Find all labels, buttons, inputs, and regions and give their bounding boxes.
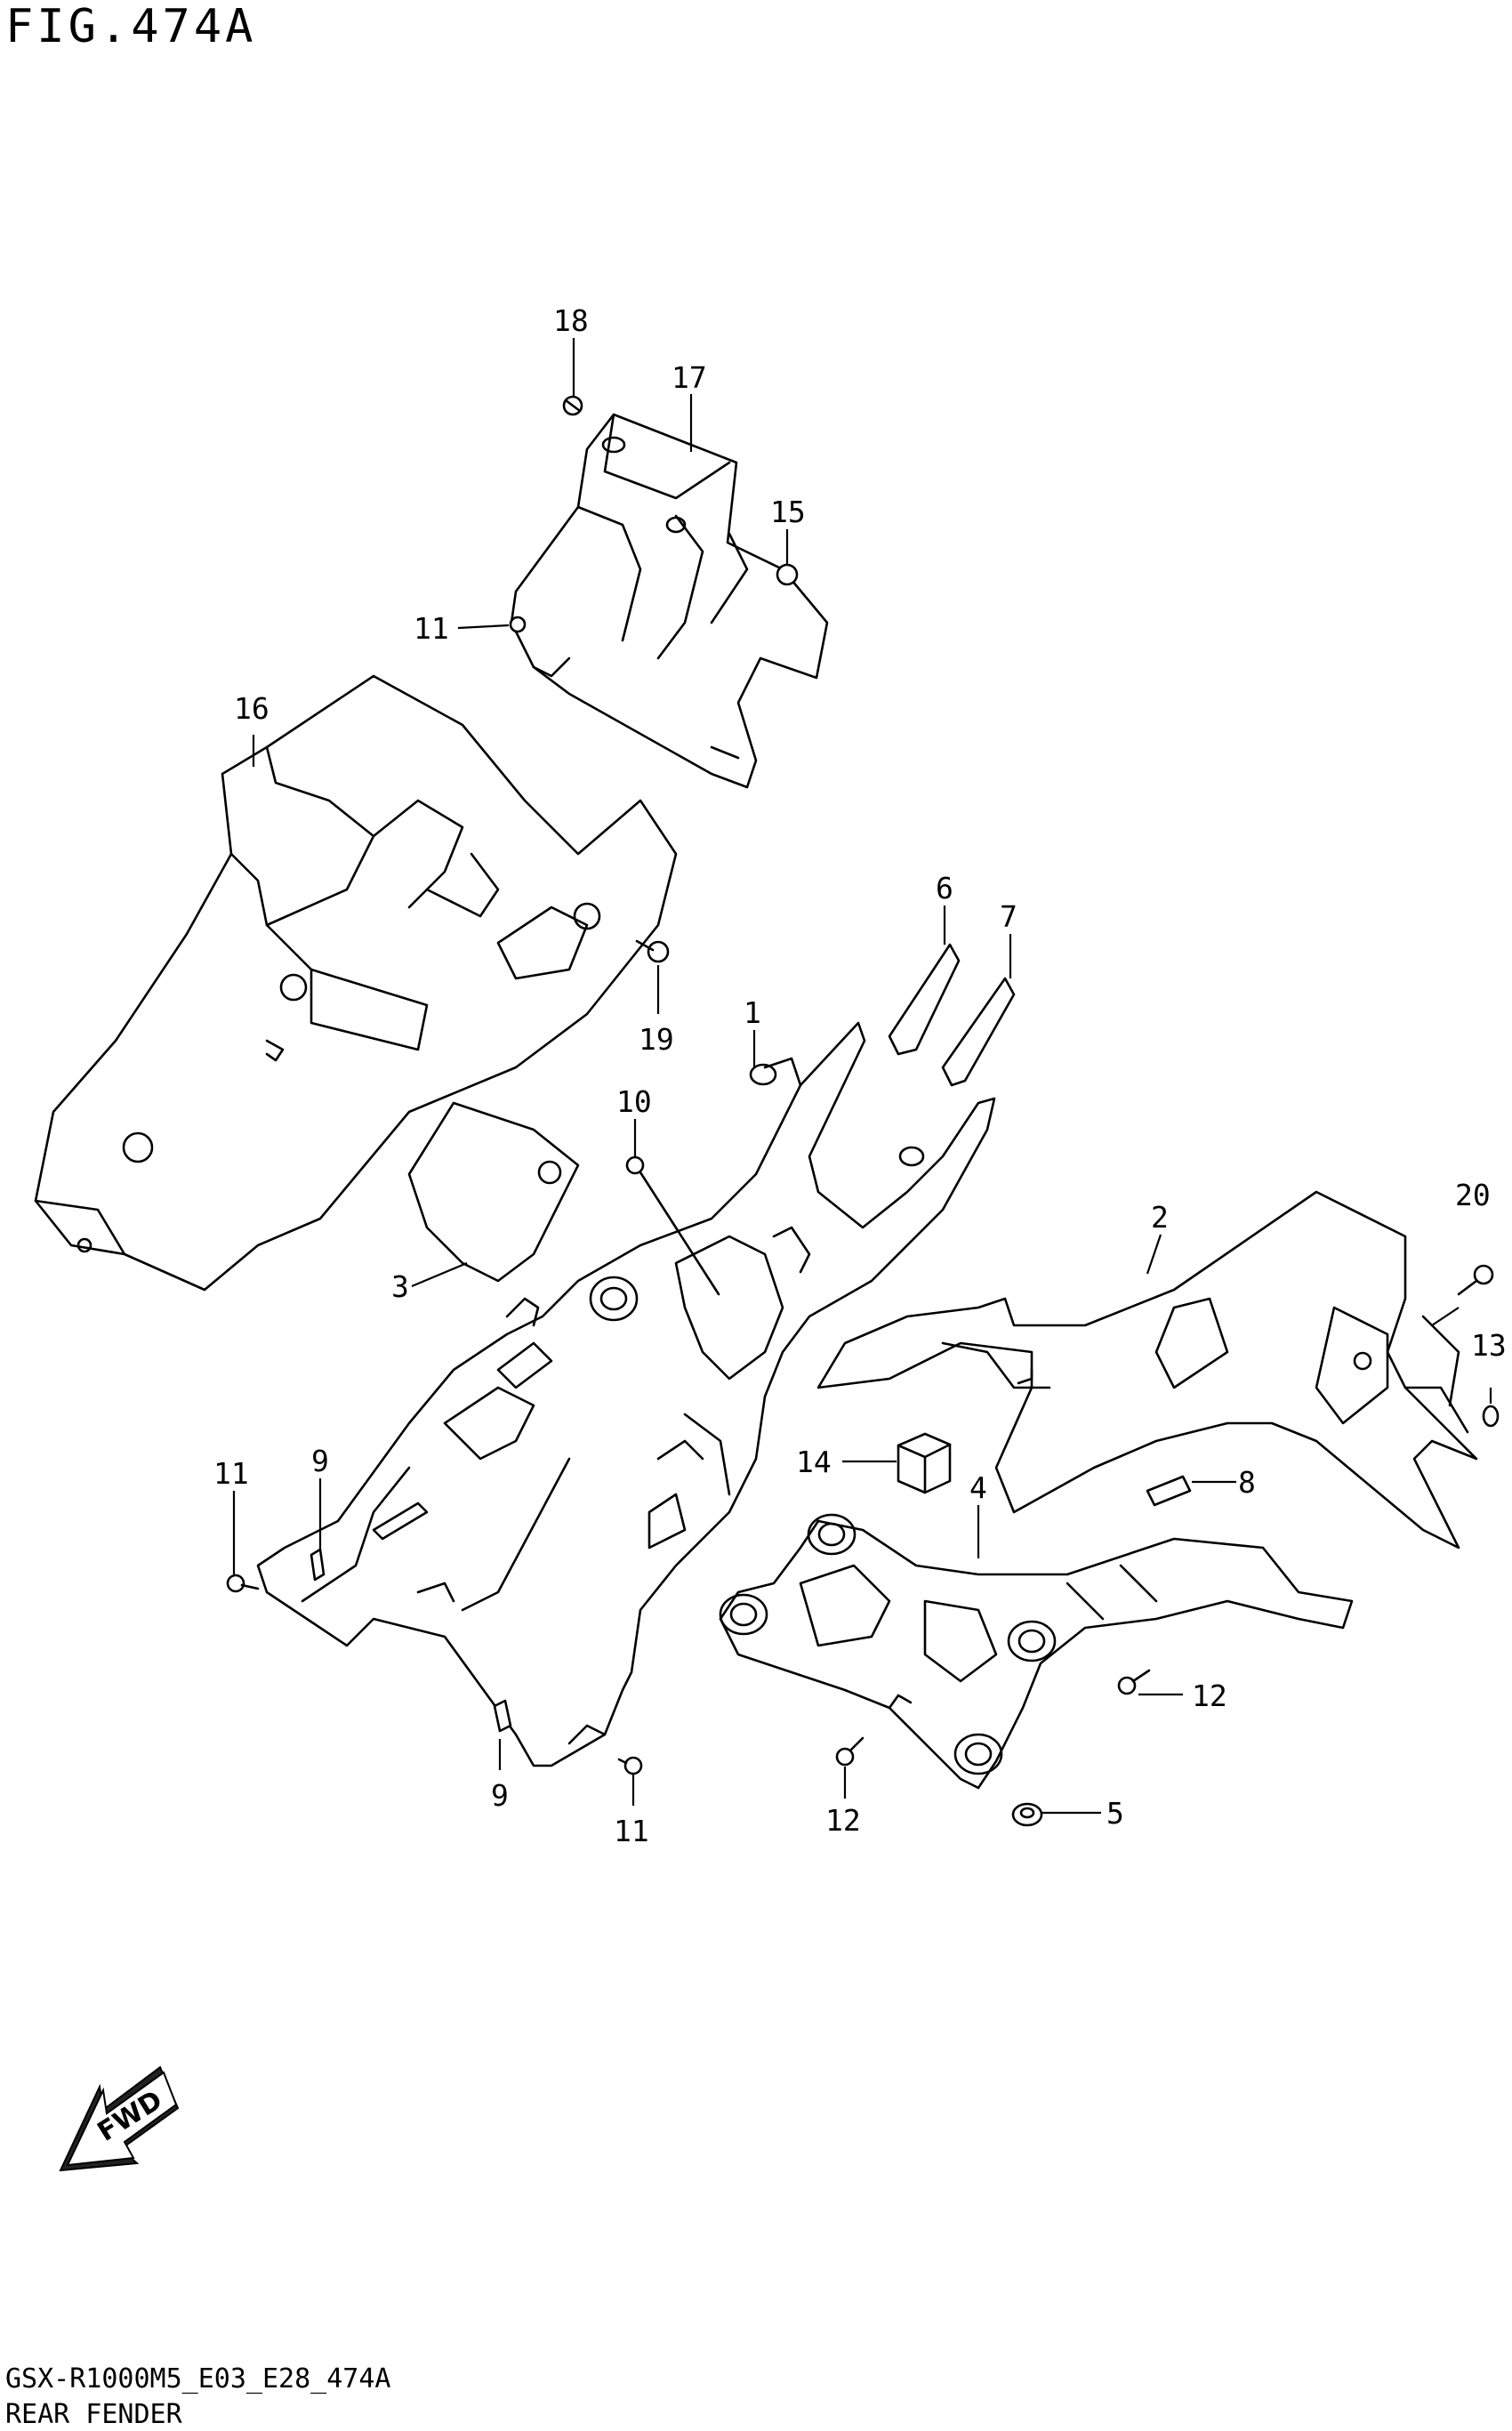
part-15-grommet-icon [776, 563, 799, 586]
callout-13: 13 [1471, 1328, 1507, 1363]
part-7-strip [941, 977, 1016, 1087]
part-11-nut-icon [509, 616, 527, 633]
part-4-bracket [719, 1513, 1354, 1790]
part-18-bolt-icon [562, 395, 583, 416]
callout-16: 16 [234, 691, 269, 726]
callout-14: 14 [796, 1445, 832, 1479]
part-name: REAR FENDER [5, 2399, 182, 2430]
part-10-screw-icon [625, 1155, 720, 1296]
part-14-block [897, 1432, 952, 1494]
callout-20: 20 [1455, 1178, 1491, 1212]
callout-19: 19 [639, 1022, 674, 1057]
part-5-nut-icon [1011, 1802, 1043, 1827]
part-6-strip [888, 943, 961, 1056]
part-13-nut-icon [1482, 1405, 1500, 1428]
callout-7: 7 [1000, 899, 1017, 934]
callout-9: 9 [311, 1444, 329, 1478]
model-code: GSX-R1000M5_E03_E28_474A [5, 2363, 391, 2395]
callout-12: 12 [1192, 1678, 1227, 1713]
callout-3: 3 [391, 1269, 409, 1304]
callout-labels: 18 17 15 11 16 19 10 1 6 7 2 20 13 3 14 … [213, 303, 1507, 1848]
figure-title: FIG.474A [5, 0, 257, 53]
part-11-screw-icon [617, 1756, 643, 1775]
part-9-clip-icon [493, 1699, 512, 1733]
part-12-screw-icon [1117, 1669, 1151, 1695]
callout-2: 2 [1151, 1200, 1169, 1235]
callout-11: 11 [614, 1814, 649, 1848]
part-3-cover [407, 1101, 580, 1283]
callout-8: 8 [1238, 1465, 1256, 1500]
callout-10: 10 [616, 1084, 652, 1119]
part-16-inner-fender [34, 674, 678, 1292]
callout-6: 6 [936, 871, 953, 906]
part-17-bracket [510, 413, 829, 789]
callout-15: 15 [770, 495, 806, 529]
part-19-screw-icon [635, 939, 670, 963]
callout-5: 5 [1106, 1796, 1124, 1831]
part-20-screw-icon [1431, 1264, 1494, 1326]
part-8-strip [1146, 1475, 1192, 1507]
part-12-screw-icon [835, 1736, 865, 1767]
leader-lines [232, 338, 1492, 1815]
part-2-tail-fender [816, 1190, 1478, 1550]
part-1-rear-fender [256, 1021, 996, 1767]
part-11-screw-icon [226, 1574, 260, 1593]
callout-18: 18 [553, 303, 589, 338]
callout-11: 11 [414, 611, 449, 646]
forward-arrow-icon: FWD [59, 2065, 180, 2172]
callout-11: 11 [213, 1456, 249, 1491]
callout-12: 12 [825, 1803, 861, 1838]
callout-9: 9 [491, 1778, 509, 1813]
callout-1: 1 [744, 995, 761, 1030]
callout-17: 17 [672, 360, 707, 395]
callout-4: 4 [969, 1470, 987, 1505]
part-9-clip-icon [310, 1548, 326, 1582]
